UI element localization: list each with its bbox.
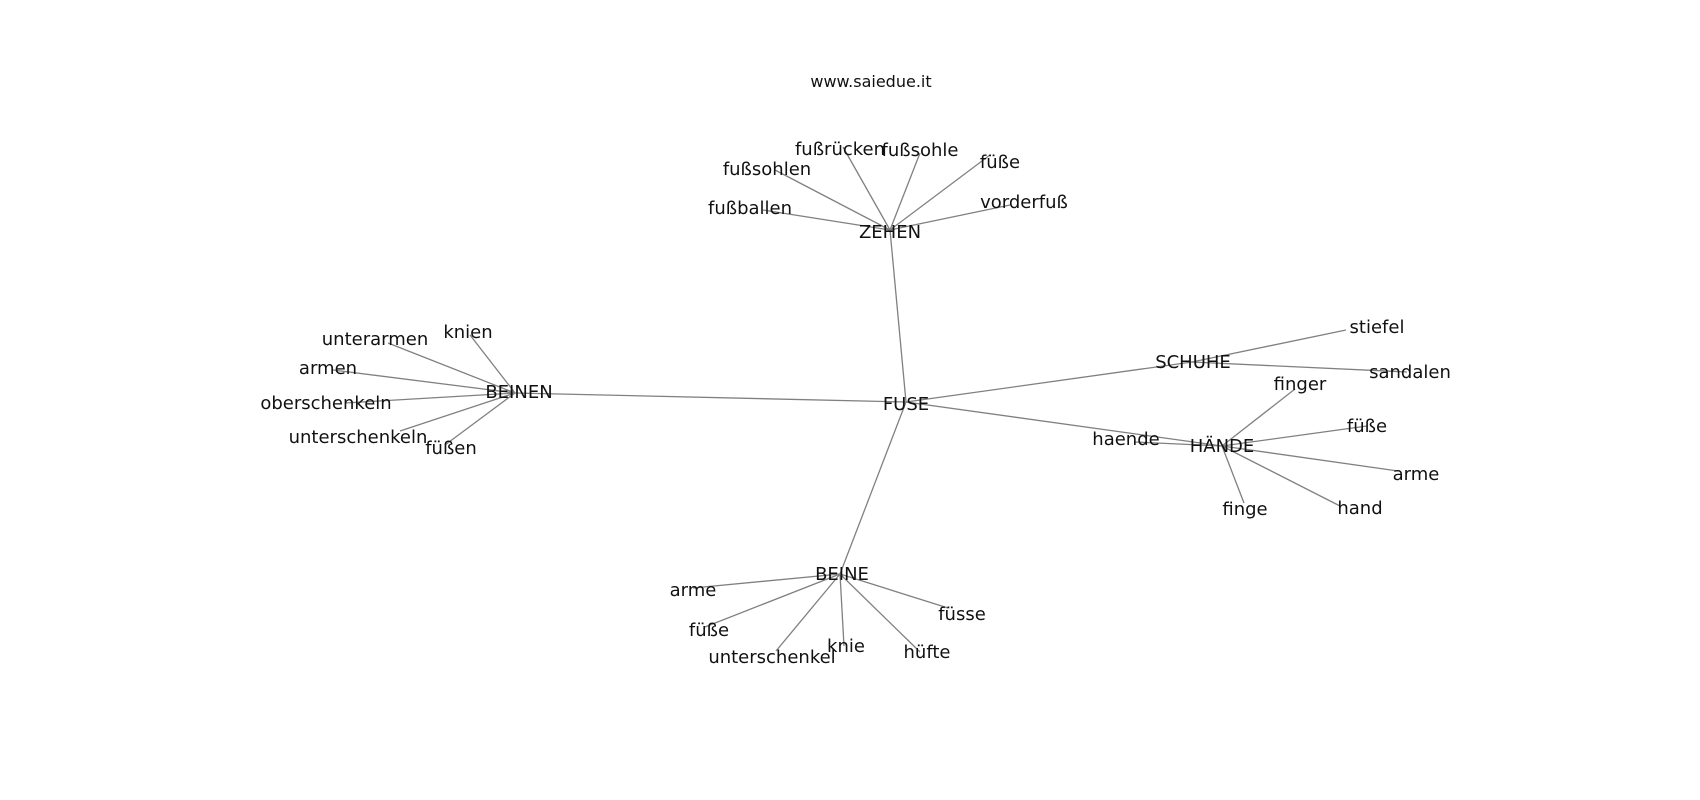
leaf-node-label-haende-5: finge xyxy=(1222,499,1267,520)
leaf-node-label-zehen-0: fußballen xyxy=(708,198,792,219)
leaf-node-label-schuhe-0: stiefel xyxy=(1350,317,1405,338)
edge-zehen-leaf-5 xyxy=(889,204,1011,231)
edge-beine-leaf-2 xyxy=(775,573,841,652)
leaf-node-label-beine-3: knie xyxy=(827,636,865,657)
edges-layer xyxy=(332,146,1408,653)
root-node-label: FUSE xyxy=(883,394,929,415)
hub-node-label-haende: HÄNDE xyxy=(1190,436,1255,457)
edge-root-beinen xyxy=(514,392,907,403)
edge-zehen-leaf-3 xyxy=(889,152,921,231)
edge-schuhe-leaf-0 xyxy=(1191,329,1347,363)
edge-beinen-leaf-1 xyxy=(469,334,516,394)
edge-beine-leaf-4 xyxy=(839,573,921,653)
edge-zehen-leaf-2 xyxy=(842,146,891,231)
edge-haende-leaf-1 xyxy=(1221,388,1296,447)
edge-haende-leaf-0 xyxy=(1133,441,1223,447)
leaf-node-label-zehen-3: fußsohle xyxy=(882,140,959,161)
hub-node-label-schuhe: SCHUHE xyxy=(1155,352,1231,373)
leaf-node-label-zehen-4: füße xyxy=(980,152,1020,173)
edge-zehen-leaf-4 xyxy=(889,154,991,231)
edge-root-zehen xyxy=(889,229,907,403)
edge-beinen-leaf-4 xyxy=(399,392,516,432)
edge-haende-leaf-4 xyxy=(1221,445,1341,507)
edge-root-beine xyxy=(839,401,907,575)
leaf-node-label-beinen-1: knien xyxy=(443,322,492,343)
leaf-node-label-schuhe-1: sandalen xyxy=(1369,362,1451,383)
leaf-node-label-haende-3: arme xyxy=(1393,464,1440,485)
leaf-node-label-haende-4: hand xyxy=(1337,498,1382,519)
edge-beine-leaf-1 xyxy=(704,573,841,628)
edge-root-haende xyxy=(905,401,1223,447)
leaf-node-label-haende-0: haende xyxy=(1092,429,1159,450)
edge-beinen-leaf-3 xyxy=(344,392,516,404)
leaf-node-label-beinen-3: oberschenkeln xyxy=(260,393,391,414)
leaf-node-label-beine-1: füße xyxy=(689,620,729,641)
leaf-node-label-beine-2: unterschenkel xyxy=(708,647,835,668)
hub-node-label-zehen: ZEHEN xyxy=(859,222,921,243)
edge-beine-leaf-5 xyxy=(839,573,949,609)
edge-zehen-leaf-0 xyxy=(762,209,891,231)
leaf-node-label-zehen-5: vorderfuß xyxy=(980,192,1068,213)
edge-haende-leaf-5 xyxy=(1221,445,1245,504)
leaf-node-label-beine-5: füsse xyxy=(938,604,986,625)
leaf-node-label-beinen-4: unterschenkeln xyxy=(289,427,428,448)
leaf-node-label-beinen-2: armen xyxy=(299,358,357,379)
leaf-node-label-beine-4: hüfte xyxy=(904,642,951,663)
edge-root-schuhe xyxy=(905,361,1193,403)
edge-haende-leaf-2 xyxy=(1221,425,1368,447)
labels-layer: FUSE ZEHEN fußballen fußsohlenfußrückenfußs… xyxy=(260,139,1451,668)
edge-beine-leaf-0 xyxy=(692,573,841,589)
leaf-node-label-haende-1: finger xyxy=(1274,374,1327,395)
edge-beine-leaf-3 xyxy=(839,573,845,647)
leaf-node-label-haende-2: füße xyxy=(1347,416,1387,437)
edge-beinen-leaf-5 xyxy=(444,392,516,446)
edge-haende-leaf-3 xyxy=(1221,445,1399,472)
edge-schuhe-leaf-1 xyxy=(1191,361,1408,373)
edge-zehen-leaf-1 xyxy=(774,169,891,231)
leaf-node-label-beinen-5: füßen xyxy=(425,438,477,459)
leaf-node-label-beine-0: arme xyxy=(670,580,717,601)
hub-node-label-beine: BEINE xyxy=(815,564,869,585)
edge-beinen-leaf-2 xyxy=(332,369,516,394)
edge-beinen-leaf-0 xyxy=(387,342,516,394)
leaf-node-label-zehen-2: fußrücken xyxy=(795,139,885,160)
hub-node-label-beinen: BEINEN xyxy=(485,382,552,403)
leaf-node-label-zehen-1: fußsohlen xyxy=(723,159,811,180)
leaf-node-label-beinen-0: unterarmen xyxy=(322,329,428,350)
site-label: www.saiedue.it xyxy=(810,72,931,91)
